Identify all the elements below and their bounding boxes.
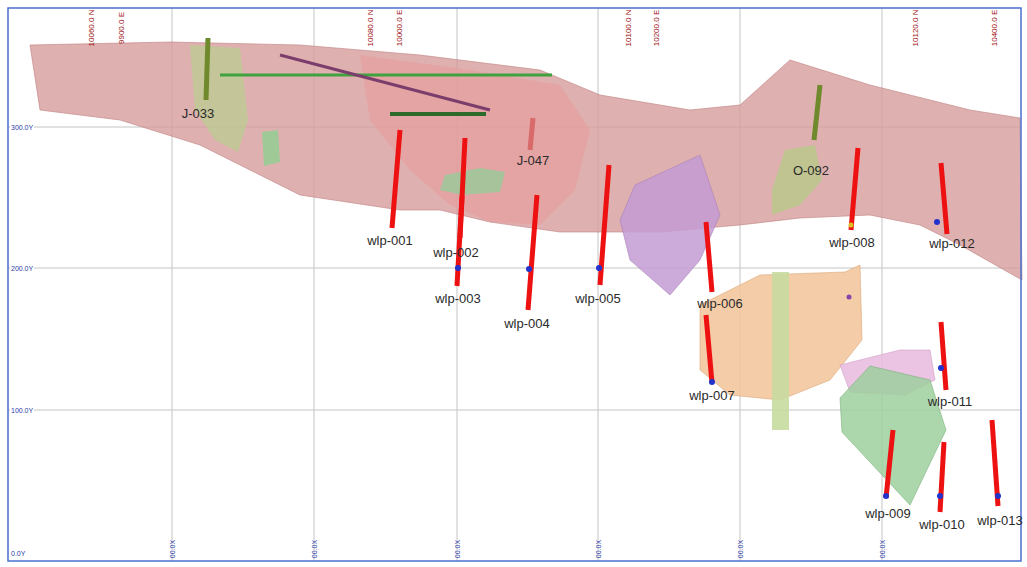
- green-lens: [772, 145, 822, 215]
- end-marker: [455, 265, 461, 271]
- drillhole-label: wlp-006: [697, 297, 743, 310]
- grid-coordinate: 10080.0 N: [367, 10, 375, 47]
- drillhole-label: J-033: [182, 107, 215, 120]
- green-lens: [190, 45, 248, 152]
- end-marker: [938, 365, 944, 371]
- drillhole-label: wlp-009: [865, 507, 911, 520]
- drill-trace: [941, 163, 947, 234]
- drillhole-label: wlp-011: [928, 395, 973, 408]
- grid-coordinate: 10120.0 N: [912, 10, 920, 47]
- drill-trace: [392, 130, 400, 228]
- drill-trace: [940, 442, 944, 512]
- drillhole-label: wlp-001: [367, 234, 413, 247]
- drillhole-label: wlp-007: [689, 389, 735, 402]
- end-marker: [709, 379, 715, 385]
- end-markers: [455, 219, 1001, 499]
- drillhole-label: wlp-002: [433, 246, 479, 259]
- elevation-label: 300.0Y: [10, 124, 34, 131]
- drillhole-label: wlp-010: [919, 518, 965, 531]
- elevation-label: 200.0Y: [10, 265, 34, 272]
- end-marker: [883, 493, 889, 499]
- drillhole-label: wlp-012: [929, 237, 975, 250]
- grid-coordinate: 00.0X: [595, 540, 602, 558]
- grid-coordinate: 00.0X: [311, 540, 318, 558]
- grid-coordinate: 10060.0 N: [88, 10, 96, 47]
- drill-trace: [851, 148, 858, 230]
- drillhole-label: J-047: [517, 154, 550, 167]
- drill-holes: [206, 38, 998, 512]
- end-marker: [596, 265, 602, 271]
- green-lens: [262, 130, 280, 166]
- elevation-label: 0.0Y: [10, 550, 26, 557]
- end-marker: [937, 493, 943, 499]
- drill-trace: [941, 322, 946, 390]
- end-marker: [847, 295, 852, 300]
- green-body: [840, 366, 946, 505]
- drill-trace: [528, 195, 537, 310]
- green-lens: [440, 168, 505, 195]
- drill-trace: [457, 196, 462, 286]
- grid-coordinate: 9900.0 E: [118, 12, 126, 44]
- frame: [8, 8, 1021, 561]
- drillhole-label: O-092: [793, 164, 829, 177]
- green-dyke: [772, 272, 789, 430]
- drill-trace: [206, 38, 208, 100]
- trench-line: [390, 112, 486, 116]
- grid-line: [8, 268, 1021, 269]
- drill-trace: [706, 222, 712, 292]
- trench-line: [220, 74, 552, 77]
- elevation-label: 100.0Y: [10, 407, 34, 414]
- purple-body: [620, 155, 720, 295]
- drillhole-label: wlp-005: [575, 292, 621, 305]
- grid-coordinate: 10100.0 N: [625, 10, 633, 47]
- grid-coordinate: 10000.0 E: [396, 10, 404, 46]
- end-marker: [934, 219, 940, 225]
- drillhole-label: wlp-013: [977, 514, 1023, 527]
- drill-trace: [886, 430, 893, 498]
- drill-trace: [530, 118, 533, 150]
- end-marker: [995, 493, 1001, 499]
- grid-coordinate: 00.0X: [169, 540, 176, 558]
- drill-trace: [814, 85, 820, 140]
- drill-trace: [706, 315, 712, 383]
- drillhole-label: wlp-003: [435, 292, 481, 305]
- grid-coordinate: 00.0X: [879, 540, 886, 558]
- end-marker: [849, 223, 854, 228]
- drillhole-label: wlp-008: [829, 236, 875, 249]
- drill-trace: [992, 420, 998, 506]
- ore-shell: [30, 42, 1022, 280]
- grid-coordinate: 00.0X: [737, 540, 744, 558]
- drillhole-label: wlp-004: [504, 317, 550, 330]
- grid-coordinate: 10400.0 E: [991, 10, 999, 46]
- grid: [8, 8, 1021, 561]
- fault-line: [280, 55, 490, 110]
- end-marker: [526, 266, 532, 272]
- grid-coordinate: 10200.0 E: [653, 10, 661, 46]
- grid-coordinate: 00.0X: [454, 540, 461, 558]
